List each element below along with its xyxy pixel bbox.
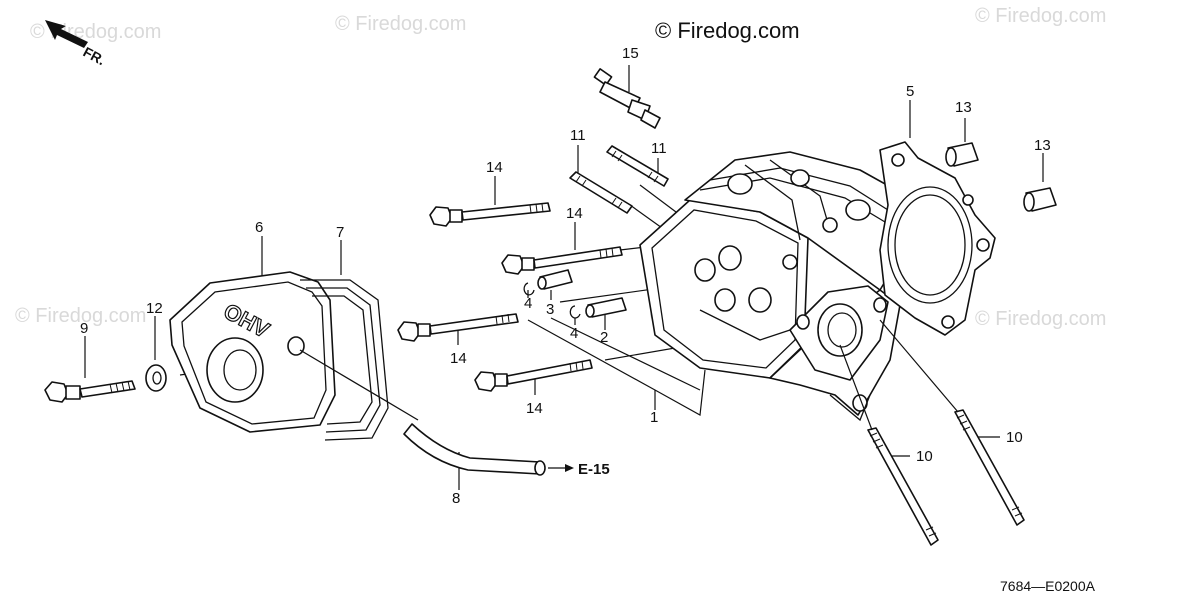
part-13-dowel-lower [1023, 187, 1057, 212]
callout-9: 9 [80, 320, 88, 337]
part-14-bolt-upper [429, 202, 551, 227]
part-5-head-gasket [879, 141, 996, 336]
part-2-dowel-pin [585, 297, 627, 318]
front-direction-arrow-icon [45, 20, 88, 48]
callout-10-left: 10 [916, 448, 933, 465]
part-13-dowel-upper [945, 142, 979, 167]
callout-11-left: 11 [570, 127, 586, 144]
callout-3: 3 [546, 301, 554, 318]
callout-6: 6 [255, 219, 263, 236]
callout-14-lower: 14 [526, 400, 543, 417]
part-7-cover-gasket [300, 279, 389, 441]
part-9-bolt [44, 380, 136, 403]
callout-13-lower: 13 [1034, 137, 1051, 154]
direction-label: FR. [81, 44, 108, 69]
part-11-stud-right [606, 145, 669, 187]
watermark: © Firedog.com [975, 5, 1106, 27]
callout-4-lower: 4 [570, 325, 578, 342]
part-14-bolt-lower [474, 359, 593, 392]
watermark: © Firedog.com [15, 305, 146, 327]
reference-label: E-15 [578, 461, 610, 478]
callout-1: 1 [650, 409, 658, 426]
part-14-bolt-left [397, 313, 519, 342]
callout-13-upper: 13 [955, 99, 972, 116]
part-10-stud-right [954, 409, 1025, 526]
callout-2: 2 [600, 329, 608, 346]
watermark-main: © Firedog.com [655, 18, 800, 43]
cylinder-head [639, 151, 911, 422]
watermark: © Firedog.com [335, 13, 466, 35]
part-15-spark-plug [593, 68, 661, 129]
callout-14-upper: 14 [486, 159, 503, 176]
callout-7: 7 [336, 224, 344, 241]
callout-4-upper: 4 [524, 295, 532, 312]
diagram-code: 7684—E0200A [1000, 578, 1096, 594]
callout-10-right: 10 [1006, 429, 1023, 446]
part-4-clip-lower [569, 305, 581, 319]
part-4-clip-upper [523, 282, 535, 296]
part-14-bolt-middle [501, 246, 623, 275]
callout-14-middle: 14 [566, 205, 583, 222]
part-10-stud-left [867, 427, 939, 546]
callout-15: 15 [622, 45, 639, 62]
callout-11-right: 11 [651, 140, 667, 157]
callout-8: 8 [452, 490, 460, 507]
part-8-breather-tube [299, 349, 574, 476]
callout-12: 12 [146, 300, 163, 317]
part-11-stud-left [569, 171, 633, 214]
part-3-dowel-pin [537, 269, 573, 290]
part-12-washer [145, 364, 167, 392]
part-6-head-cover: OHV [169, 271, 336, 433]
watermark: © Firedog.com [975, 308, 1106, 330]
callout-5: 5 [906, 83, 914, 100]
callout-14-left: 14 [450, 350, 467, 367]
